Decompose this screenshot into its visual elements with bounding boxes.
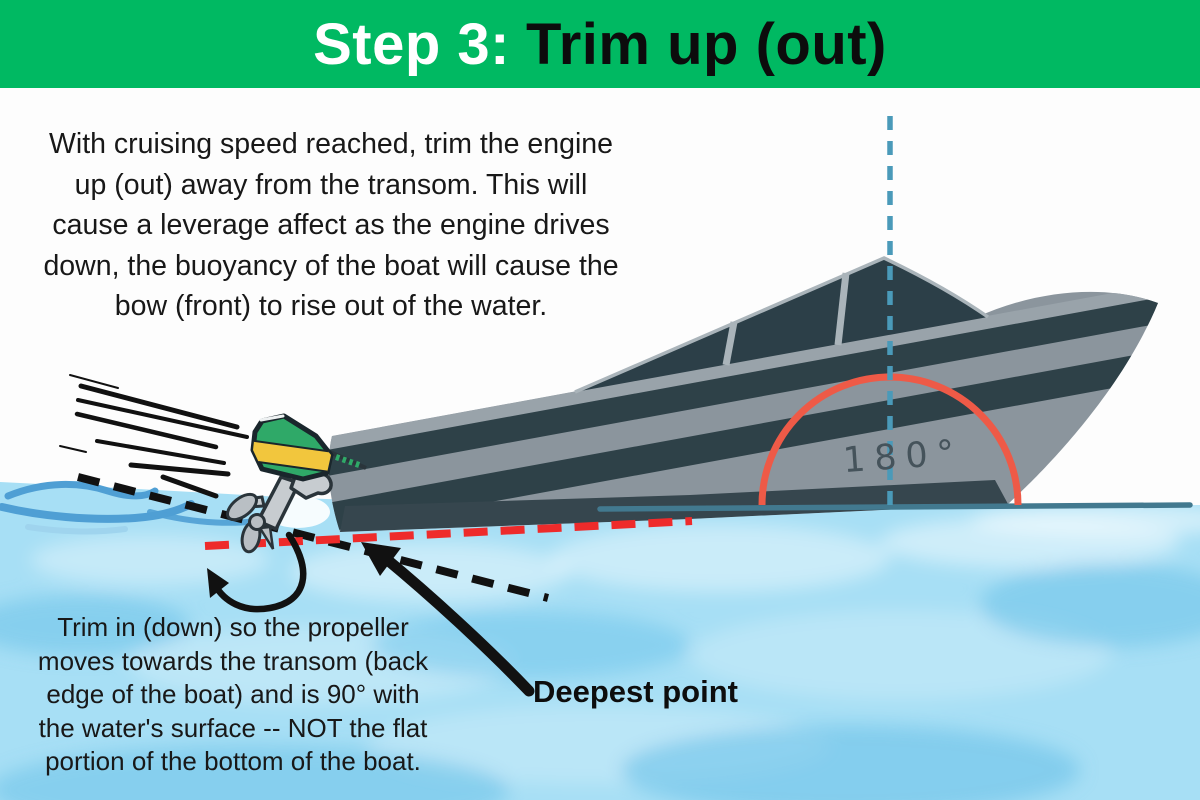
outboard-motor bbox=[226, 413, 367, 554]
speed-lines bbox=[59, 374, 249, 499]
page-title: Trim up (out) bbox=[526, 11, 887, 77]
rotation-arrow-icon bbox=[207, 531, 307, 613]
trim-in-dashed-line bbox=[77, 473, 549, 602]
hull-stripe-upper bbox=[328, 291, 1158, 481]
instruction-top: With cruising speed reached, trim the en… bbox=[43, 128, 619, 323]
angle-label: 180° bbox=[841, 432, 965, 482]
deepest-point-label: Deepest point bbox=[533, 674, 738, 709]
boat bbox=[328, 256, 1158, 532]
header-banner: Step 3: Trim up (out) bbox=[0, 0, 1200, 88]
boat-cabin bbox=[574, 256, 990, 394]
waterline bbox=[597, 502, 1193, 512]
cabin-glass bbox=[575, 258, 988, 392]
deepest-point-arrow bbox=[361, 542, 535, 697]
hull-stripe-lower bbox=[328, 343, 1158, 532]
water bbox=[0, 480, 1200, 800]
tilt-rod bbox=[335, 454, 363, 469]
step-label: Step 3: bbox=[313, 11, 510, 77]
motor-cowling bbox=[250, 413, 334, 482]
keel-dashed-line bbox=[204, 517, 693, 550]
instruction-bottom: Trim in (down) so the propeller moves to… bbox=[37, 612, 429, 777]
hull-deck-band bbox=[328, 291, 1158, 455]
propeller bbox=[226, 492, 275, 554]
